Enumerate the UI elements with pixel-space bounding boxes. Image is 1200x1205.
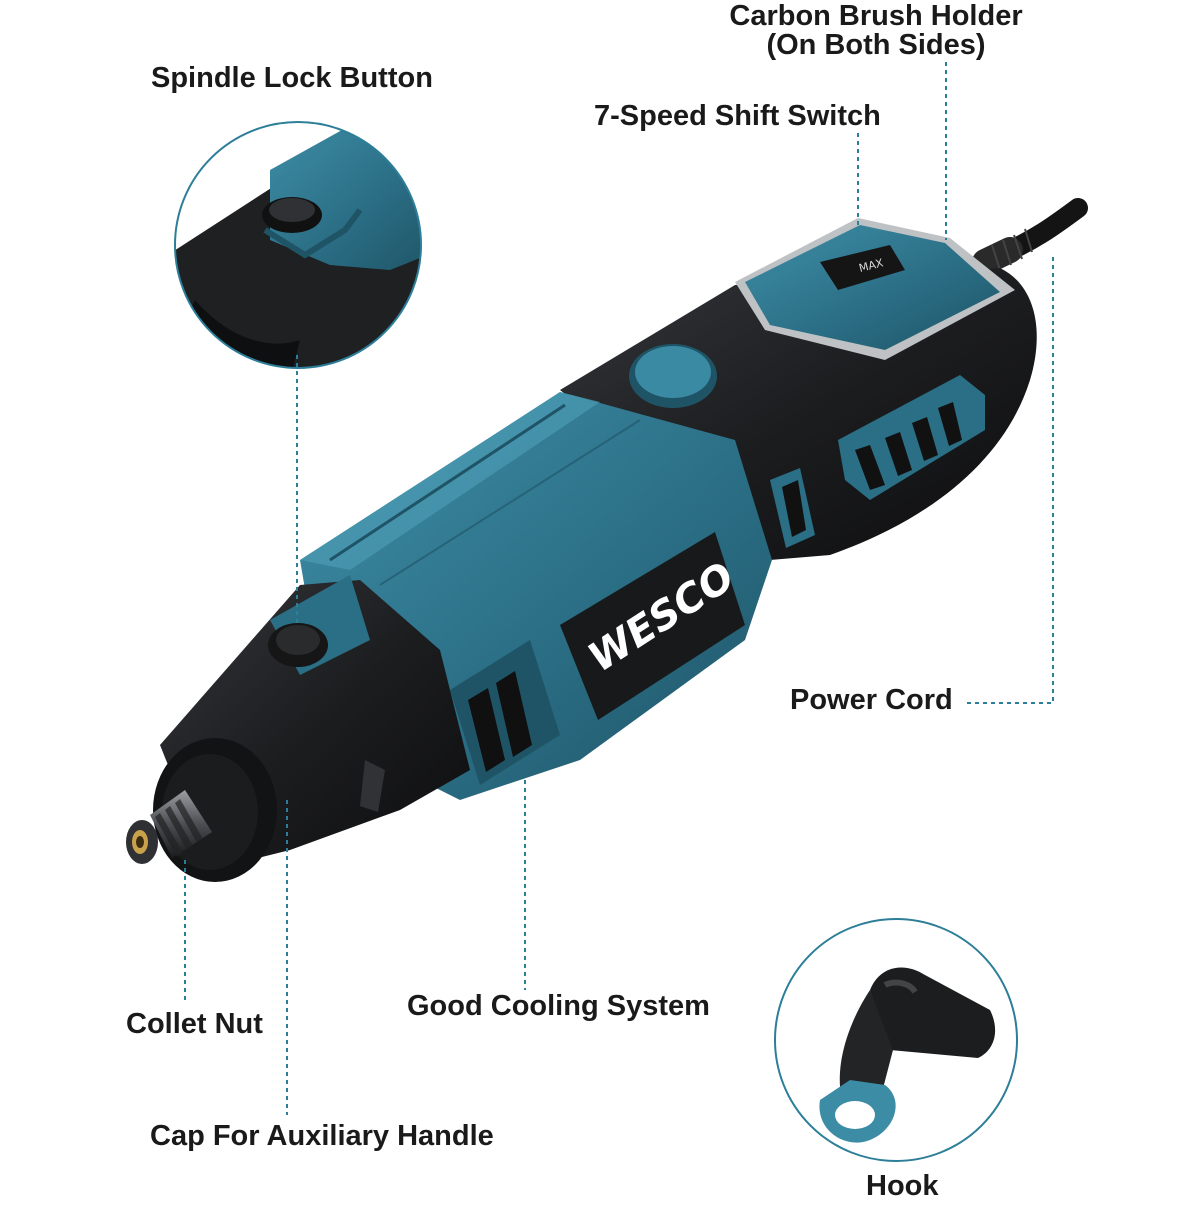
label-hook: Hook (866, 1170, 939, 1202)
label-carbon-brush-line2: (On Both Sides) (766, 29, 986, 61)
rear-vents (770, 375, 985, 548)
label-carbon-brush-holder: Carbon Brush Holder (On Both Sides) (700, 2, 1052, 60)
power-cord (972, 198, 1088, 275)
label-carbon-brush-line1: Carbon Brush Holder (729, 0, 1023, 32)
label-collet-nut: Collet Nut (126, 1008, 263, 1040)
spindle-lock-inset (174, 121, 422, 369)
carbon-brush-cap (629, 344, 717, 408)
label-speed-switch: 7-Speed Shift Switch (594, 100, 881, 132)
speed-switch-text: MAX (858, 256, 885, 275)
label-power-cord: Power Cord (790, 684, 953, 716)
speed-switch-panel: MAX (735, 218, 1015, 360)
label-cooling-system: Good Cooling System (407, 990, 710, 1022)
callout-line-power-cord (967, 255, 1054, 704)
label-auxiliary-cap: Cap For Auxiliary Handle (150, 1120, 494, 1152)
cooling-vents (450, 640, 560, 785)
label-spindle-lock-button: Spindle Lock Button (151, 62, 433, 94)
collet-nut (126, 790, 212, 864)
callout-lines (184, 62, 1054, 1115)
hook-inset (774, 918, 1018, 1162)
